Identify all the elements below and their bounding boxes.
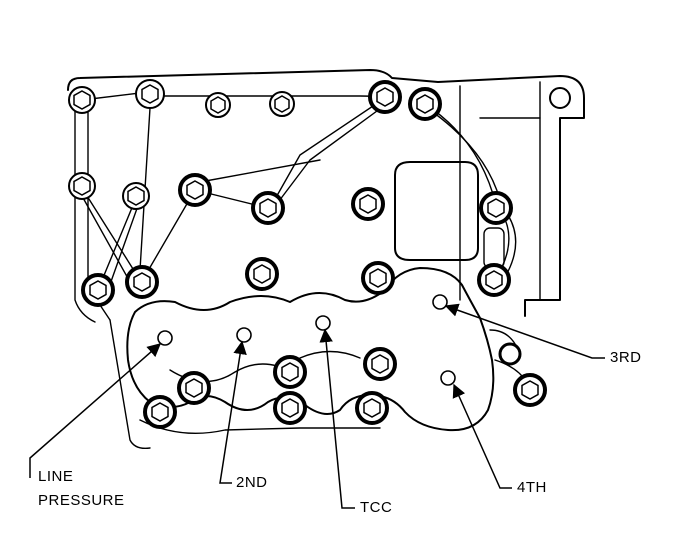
leader-lines [29, 303, 605, 509]
bolt-8 [68, 172, 96, 200]
bolt-5 [368, 80, 402, 114]
bolt-22 [143, 395, 177, 429]
bolt-13 [479, 191, 513, 225]
bolt-3 [205, 92, 231, 118]
bolt-12 [351, 187, 385, 221]
leader-4th [452, 383, 512, 489]
bolt-9 [122, 182, 150, 210]
port-3rd [432, 294, 448, 310]
valve-body-outline [67, 69, 585, 450]
bolt-15 [361, 261, 395, 295]
bolt-7 [549, 87, 571, 109]
label-tcc: TCC [360, 499, 393, 516]
port-4th [440, 370, 456, 386]
leader-tcc [319, 328, 355, 509]
bolt-10 [178, 173, 212, 207]
bolt-6 [408, 87, 442, 121]
leader-3rd [444, 303, 605, 359]
label-4th: 4TH [517, 479, 547, 496]
bolt-4 [269, 91, 295, 117]
bolt-19 [273, 355, 307, 389]
port-2nd [236, 327, 252, 343]
bolt-17 [81, 273, 115, 307]
label-pressure: PRESSURE [38, 492, 125, 509]
port-tcc [315, 315, 331, 331]
bolt-21 [177, 371, 211, 405]
leader-line-pressure [29, 343, 162, 478]
label-3rd: 3RD [610, 349, 642, 366]
center-cutout [394, 161, 479, 261]
label-line: LINE [38, 468, 74, 485]
bolt-20 [363, 347, 397, 381]
bolt-14 [245, 257, 279, 291]
bolt-16 [477, 263, 511, 297]
port-line-pressure [157, 330, 173, 346]
bolt-25 [513, 373, 547, 407]
leader-2nd [219, 340, 247, 484]
side-slot [483, 227, 505, 269]
bolt-24 [355, 391, 389, 425]
bolt-11 [251, 191, 285, 225]
bolt-18 [125, 265, 159, 299]
bolt-1 [68, 86, 96, 114]
bolt-23 [273, 391, 307, 425]
bolts [68, 79, 571, 429]
bolt-26 [498, 342, 522, 366]
label-2nd: 2ND [236, 474, 268, 491]
bolt-2 [135, 79, 165, 109]
test-ports [157, 294, 456, 386]
